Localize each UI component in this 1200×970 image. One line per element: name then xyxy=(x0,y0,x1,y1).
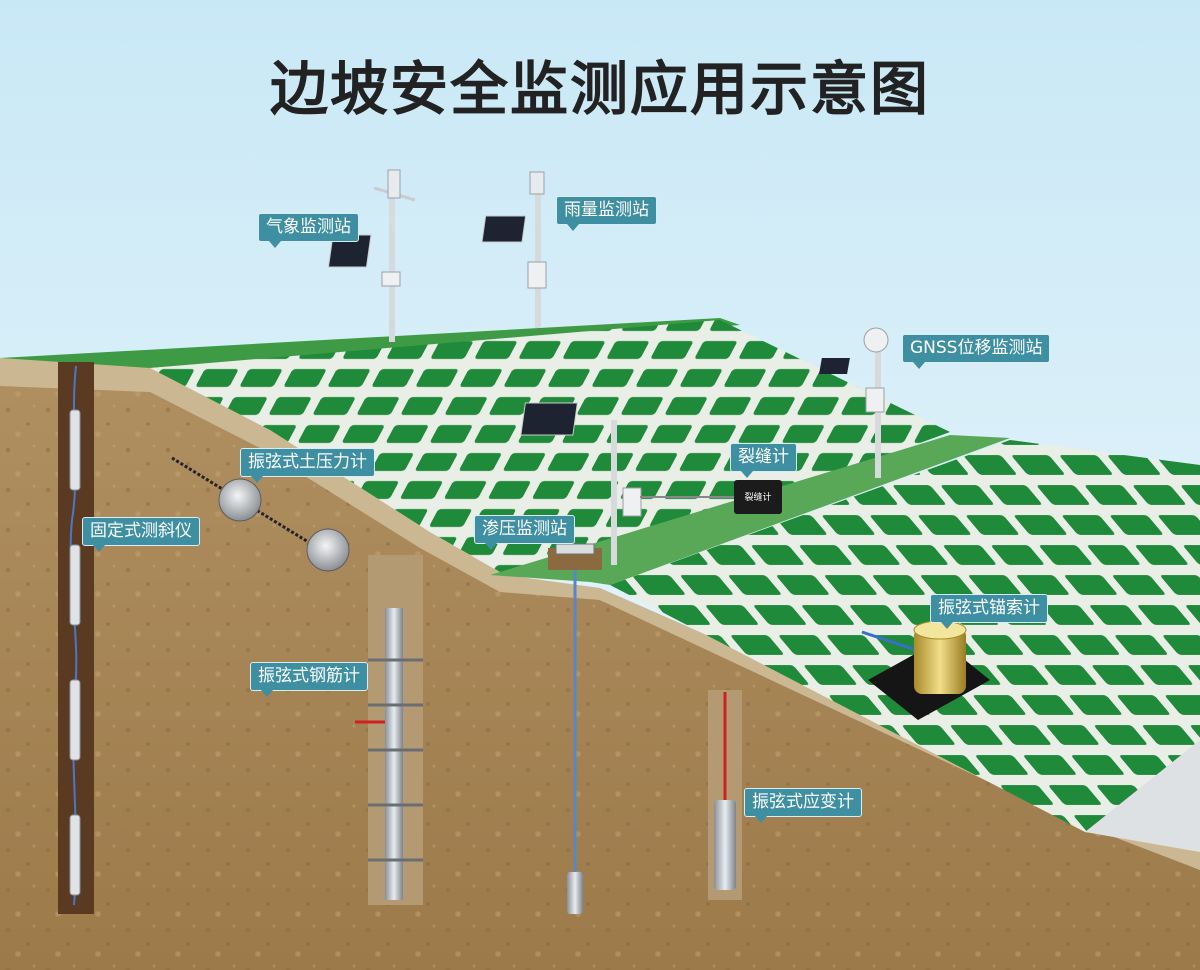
label-weather-station: 气象监测站 xyxy=(258,213,359,248)
weather-station-device xyxy=(327,169,416,342)
crack-meter-device: 裂缝计 xyxy=(640,480,782,514)
seepage-station-mast xyxy=(520,402,642,565)
label-gnss-station: GNSS位移监测站 xyxy=(902,334,1051,369)
gnss-station-device xyxy=(819,327,889,478)
page-title: 边坡安全监测应用示意图 xyxy=(269,55,930,123)
fixed-inclinometer xyxy=(58,362,94,914)
label-strain-gauge: 振弦式应变计 xyxy=(744,788,862,823)
rain-station-device xyxy=(481,171,547,328)
label-seepage-station: 渗压监测站 xyxy=(474,515,575,550)
label-fixed-inclinometer: 固定式测斜仪 xyxy=(82,517,200,552)
label-crack-meter: 裂缝计 xyxy=(730,443,797,478)
earth-pressure-cells xyxy=(171,456,350,572)
rebar-meter-device xyxy=(355,555,423,905)
top-grass xyxy=(0,318,740,368)
label-anchor-cable-meter: 振弦式锚索计 xyxy=(930,594,1048,629)
strain-gauge-device xyxy=(708,690,742,900)
label-rebar-meter: 振弦式钢筋计 xyxy=(250,662,368,697)
label-earth-pressure-cell: 振弦式土压力计 xyxy=(240,448,375,483)
label-rain-station: 雨量监测站 xyxy=(556,196,657,231)
upper-slope-grid xyxy=(150,320,950,572)
road-edge xyxy=(1085,740,1200,852)
crack-meter-box-text: 裂缝计 xyxy=(744,491,771,503)
anchor-cable-meter-device xyxy=(861,620,990,720)
seepage-piezometer xyxy=(548,543,602,914)
